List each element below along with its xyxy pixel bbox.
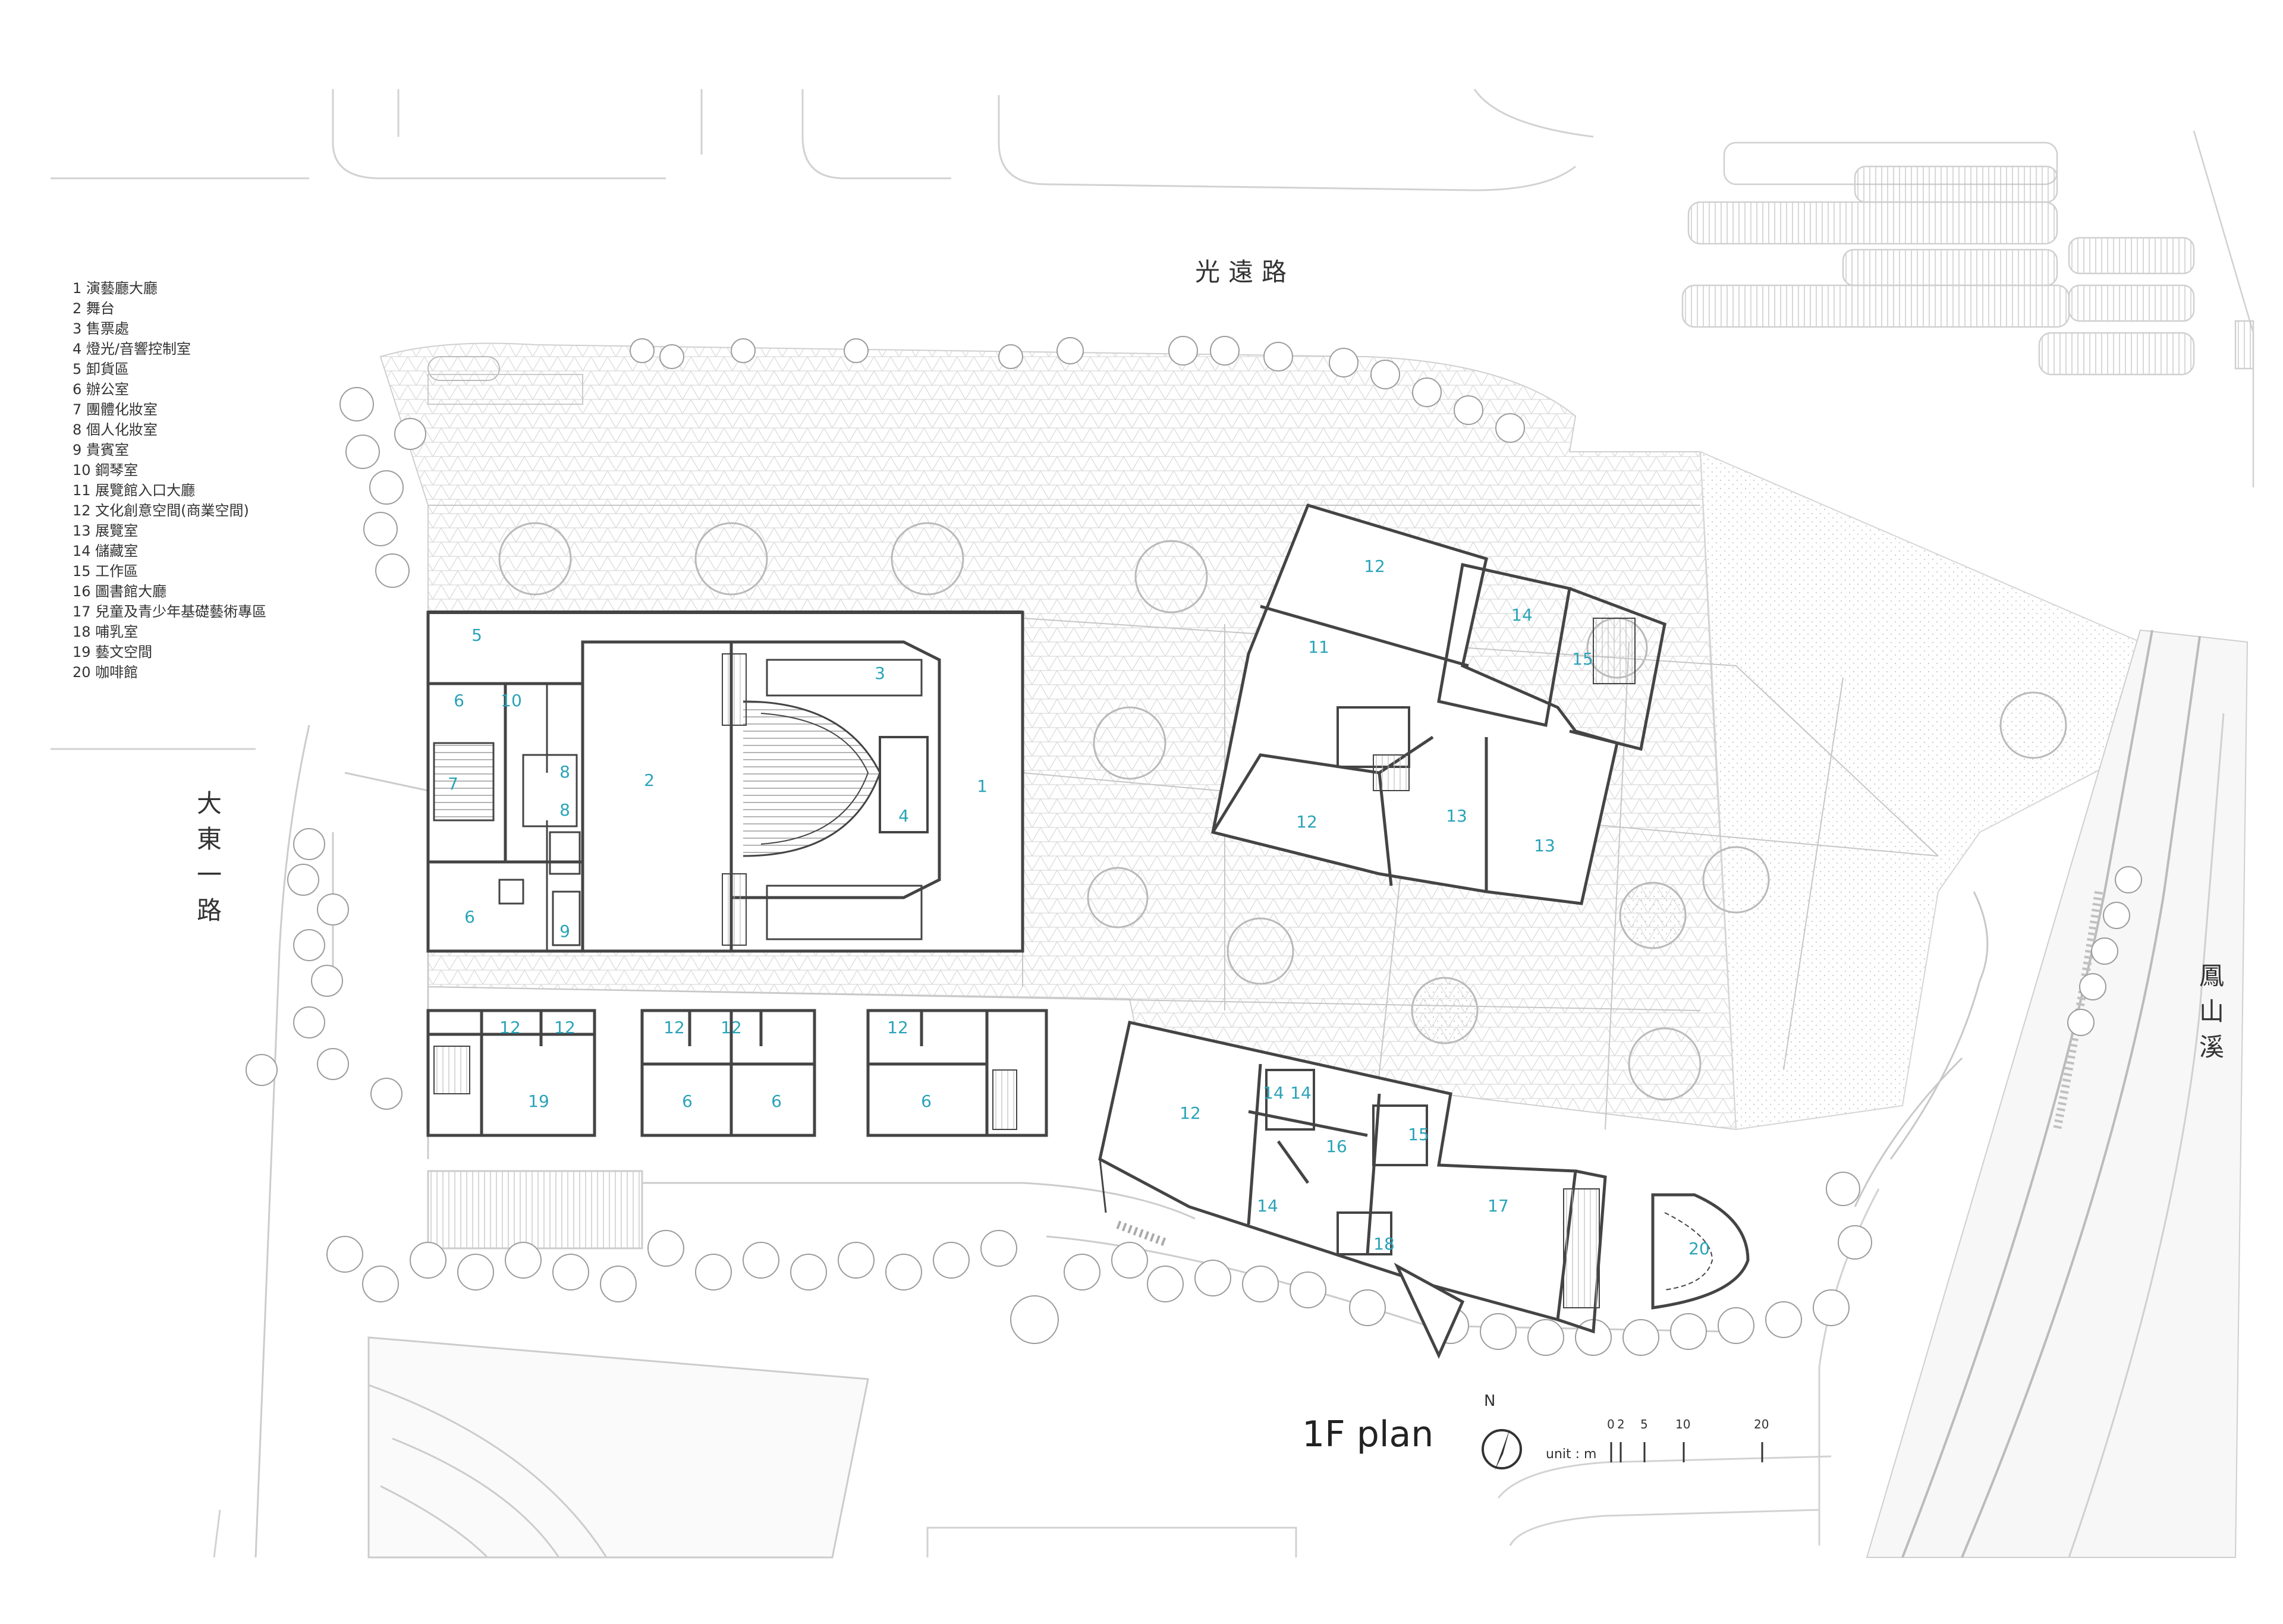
scale-bar — [1610, 1442, 1763, 1462]
room-label: 6 — [771, 1091, 782, 1111]
legend-item: 8 個人化妝室 — [73, 421, 158, 438]
scale-tick-label: 0 — [1607, 1417, 1615, 1431]
scale-tick-label: 10 — [1675, 1417, 1691, 1431]
room-labels: 1 2 3 4 5 6 10 7 8 8 6 9 12 12 12 12 12 … — [448, 556, 1710, 1258]
legend-item: 19 藝文空間 — [73, 644, 153, 660]
legend-item: 12 文化創意空間(商業空間) — [73, 502, 249, 519]
room-label: 6 — [454, 691, 464, 710]
legend-item: 15 工作區 — [73, 563, 139, 580]
room-label: 1 — [977, 776, 988, 796]
scale-tick-label: 5 — [1640, 1417, 1648, 1431]
room-label: 15 — [1572, 649, 1593, 669]
room-label: 8 — [559, 800, 570, 820]
room-label: 4 — [898, 806, 909, 826]
legend-item: 2 舞台 — [73, 300, 115, 317]
trees — [246, 336, 2142, 1356]
room-label: 14 — [1290, 1083, 1312, 1103]
context-linework — [51, 89, 1880, 1558]
legend-item: 1 演藝廳大廳 — [73, 280, 158, 297]
room-label: 16 — [1326, 1137, 1347, 1156]
room-label: 20 — [1688, 1239, 1710, 1258]
room-label: 13 — [1534, 836, 1555, 855]
parking-lot — [1681, 130, 2254, 487]
legend-item: 20 咖啡館 — [73, 664, 139, 681]
performance-hall-building — [426, 610, 1024, 953]
legend-item: 9 貴賓室 — [73, 442, 129, 458]
scale-tick-label: 2 — [1617, 1417, 1625, 1431]
scale-tick-label: 20 — [1754, 1417, 1769, 1431]
legend-item: 7 團體化妝室 — [73, 401, 158, 418]
fengshan-creek — [1854, 629, 2249, 1558]
room-label: 3 — [875, 663, 885, 683]
room-label: 12 — [663, 1018, 685, 1037]
room-label: 12 — [887, 1018, 908, 1037]
room-label: 14 — [1511, 605, 1533, 625]
legend-item: 13 展覽室 — [73, 523, 139, 539]
room-label: 14 — [1263, 1083, 1284, 1103]
plan-title: 1F plan — [1302, 1414, 1434, 1455]
room-label: 12 — [721, 1018, 742, 1037]
legend-item: 3 售票處 — [73, 320, 129, 337]
west-landscape — [254, 725, 1725, 1559]
exhibition-hall-building — [1211, 503, 1666, 905]
legend-item: 11 展覽館入口大廳 — [73, 482, 196, 499]
room-label: 19 — [528, 1091, 549, 1111]
room-label: 18 — [1373, 1234, 1395, 1254]
legend-item: 18 哺乳室 — [73, 624, 139, 640]
creek-label-east: 鳳山溪 — [2199, 961, 2224, 1062]
room-label: 9 — [559, 921, 570, 941]
legend-item: 16 圖書館大廳 — [73, 583, 167, 600]
room-legend: 1 演藝廳大廳 2 舞台 3 售票處 4 燈光/音響控制室 5 卸貨區 6 辦公… — [73, 278, 382, 682]
room-label: 8 — [559, 762, 570, 782]
room-label: 2 — [644, 770, 655, 790]
legend-item: 10 鋼琴室 — [73, 462, 139, 479]
room-label: 12 — [554, 1018, 576, 1037]
round-planters — [498, 522, 2067, 1101]
room-label: 11 — [1308, 637, 1329, 657]
road-label-north: 光遠路 — [1195, 257, 1295, 287]
room-label: 6 — [464, 907, 475, 927]
room-label: 13 — [1446, 806, 1467, 826]
room-label: 10 — [501, 691, 522, 710]
north-arrow — [1482, 1428, 1522, 1471]
room-label: 12 — [1180, 1103, 1201, 1123]
room-label: 17 — [1488, 1196, 1509, 1216]
room-label: 6 — [921, 1091, 932, 1111]
legend-item: 17 兒童及青少年基礎藝術專區 — [73, 603, 267, 620]
legend-item: 5 卸貨區 — [73, 361, 129, 377]
room-label: 14 — [1257, 1196, 1278, 1216]
road-label-west: 大東一路 — [196, 789, 222, 925]
room-label: 12 — [499, 1018, 521, 1037]
north-label: N — [1484, 1392, 1496, 1410]
room-label: 12 — [1364, 556, 1385, 576]
room-label: 6 — [682, 1091, 693, 1111]
room-label: 5 — [471, 625, 482, 645]
legend-item: 14 儲藏室 — [73, 543, 139, 559]
library-building — [1098, 1021, 1750, 1359]
room-label: 7 — [448, 774, 458, 794]
room-label: 15 — [1408, 1125, 1429, 1144]
legend-item: 4 燈光/音響控制室 — [73, 341, 191, 357]
room-label: 12 — [1296, 812, 1317, 832]
legend-item: 6 辦公室 — [73, 381, 129, 398]
south-row-buildings — [426, 1009, 1048, 1137]
scale-unit-label: unit : m — [1546, 1447, 1597, 1462]
